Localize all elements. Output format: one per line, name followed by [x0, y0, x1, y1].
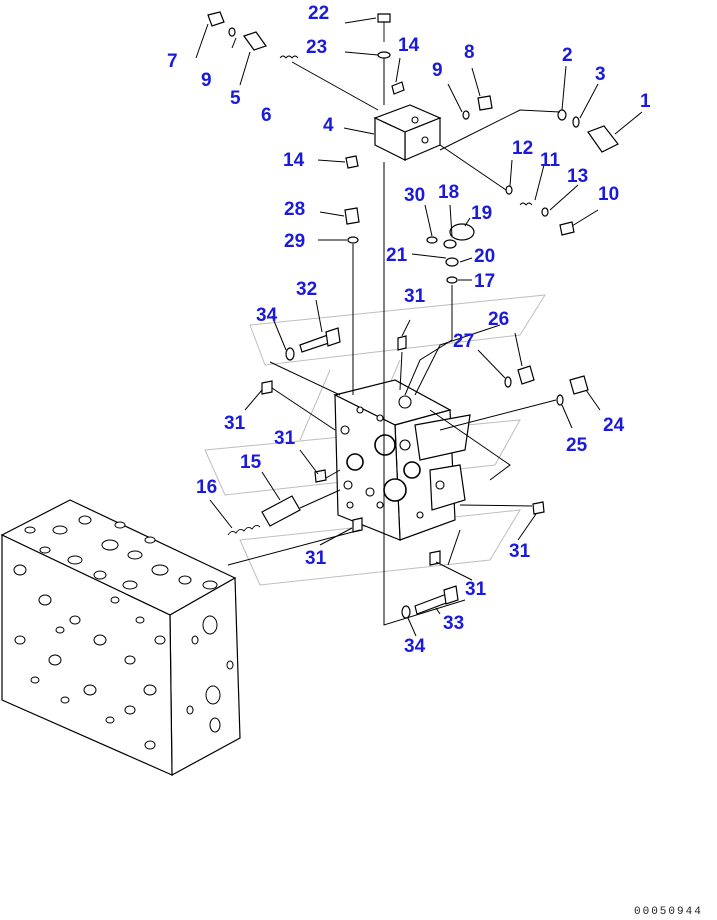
callout-23: 23 — [306, 37, 327, 58]
callout-31d: 31 — [305, 548, 327, 569]
sub-valve-block — [373, 104, 442, 161]
callout-25: 25 — [566, 435, 588, 456]
callout-33: 33 — [443, 613, 464, 634]
callout-31c: 31 — [274, 428, 296, 449]
callout-20: 20 — [474, 246, 495, 267]
callout-31e: 31 — [509, 541, 531, 562]
callout-5: 5 — [230, 88, 241, 109]
callout-12: 12 — [512, 138, 533, 159]
callout-28: 28 — [284, 199, 305, 220]
callout-16: 16 — [196, 477, 217, 498]
callout-3: 3 — [595, 64, 606, 85]
callout-24: 24 — [603, 415, 625, 436]
callout-17: 17 — [474, 271, 495, 292]
callout-27: 27 — [453, 331, 474, 352]
callout-2: 2 — [562, 45, 573, 66]
callout-34: 34 — [256, 305, 278, 326]
reference-number: 00050944 — [634, 906, 703, 918]
callout-11: 11 — [540, 150, 561, 171]
callout-4: 4 — [323, 115, 334, 136]
small-parts — [207, 11, 619, 619]
callout-30: 30 — [404, 185, 425, 206]
callout-22: 22 — [308, 3, 329, 24]
callout-19: 19 — [471, 203, 492, 224]
callout-15: 15 — [240, 452, 262, 473]
callout-13: 13 — [567, 166, 588, 187]
callout-18: 18 — [438, 182, 459, 203]
callout-31a: 31 — [404, 286, 426, 307]
callout-34b: 34 — [404, 636, 426, 657]
callout-21: 21 — [386, 245, 408, 266]
callout-8: 8 — [464, 42, 475, 63]
callout-1: 1 — [640, 91, 651, 112]
main-valve-body — [0, 499, 241, 777]
leader-lines — [195, 17, 643, 637]
callout-10: 10 — [598, 184, 619, 205]
callout-26: 26 — [488, 309, 509, 330]
callout-14b: 14 — [283, 150, 305, 171]
callout-14: 14 — [398, 35, 420, 56]
callout-32: 32 — [296, 279, 317, 300]
section-valve-block — [333, 379, 471, 541]
callout-29: 29 — [284, 231, 305, 252]
callout-9b: 9 — [432, 60, 443, 81]
callout-labels: 22 7 23 14 8 9 5 6 2 3 1 4 9 14 12 11 13… — [167, 3, 651, 657]
callout-7: 7 — [167, 51, 178, 72]
callout-9: 9 — [201, 70, 212, 91]
callout-6: 6 — [261, 105, 272, 126]
callout-31b: 31 — [224, 413, 246, 434]
callout-31f: 31 — [465, 579, 487, 600]
